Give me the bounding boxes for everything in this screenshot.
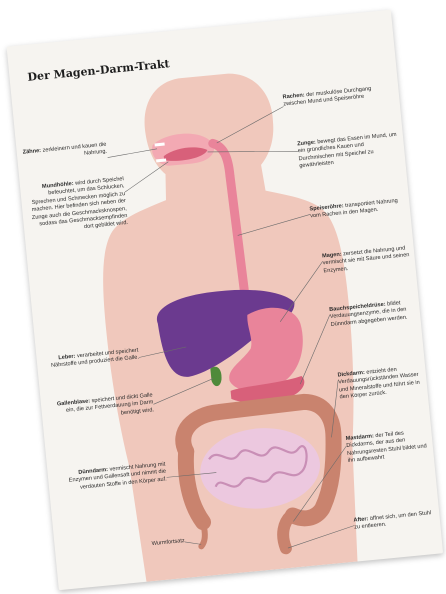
- label-mundhoehle: Mundhöhle: wird durch Speichel befeuchte…: [26, 176, 129, 237]
- leader-zaehne: [107, 149, 157, 158]
- poster: Der Magen-Darm-Trakt Zähne: zerkleinern …: [7, 10, 444, 590]
- after-term: After:: [353, 516, 368, 523]
- zaehne-term: Zähne:: [23, 148, 42, 156]
- leber-term: Leber:: [58, 354, 76, 362]
